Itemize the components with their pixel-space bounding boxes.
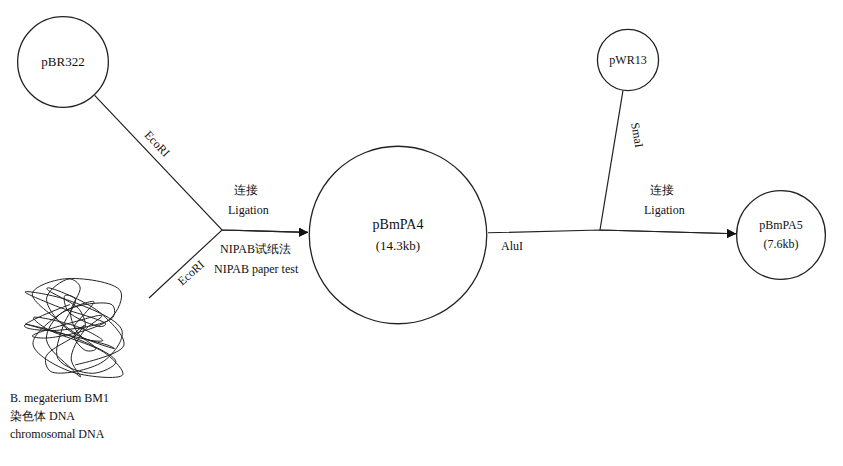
- source-label: B. megaterium BM1: [10, 391, 149, 406]
- circle-shape: [737, 191, 826, 280]
- circle-shape: [309, 146, 486, 323]
- plasmid-size: (7.6kb): [764, 237, 799, 252]
- ligation-connector: [95, 95, 308, 232]
- plasmid-circle: pBR322: [17, 16, 109, 108]
- step-label: 连接: [234, 183, 258, 197]
- enzyme-label: AluI: [499, 239, 525, 253]
- step-label: Ligation: [644, 203, 685, 217]
- plasmid-name: pBmPA4: [373, 216, 424, 234]
- circle-outline: [308, 145, 488, 325]
- circle-outline: [736, 190, 826, 280]
- ligation-connector: [600, 91, 736, 234]
- source-label: chromosomal DNA: [10, 427, 149, 442]
- plasmid-name: pBR322: [41, 54, 84, 70]
- plasmid-circle: pWR13: [597, 29, 659, 91]
- plasmid-size: (14.3kb): [376, 238, 420, 254]
- chromosome-node: B. megaterium BM1 染色体 DNA chromosomal DNA: [10, 268, 149, 442]
- circle-shape: [18, 17, 109, 108]
- enzyme-label: EcoRI: [140, 126, 174, 161]
- plasmid-name: pWR13: [609, 53, 646, 68]
- dna-tangle: [10, 268, 140, 388]
- step-label: Ligation: [228, 203, 269, 217]
- source-label: 染色体 DNA: [10, 409, 149, 424]
- enzyme-label: SmaI: [627, 119, 646, 150]
- ligation-connector: [149, 230, 308, 298]
- enzyme-label: EcoRI: [173, 256, 209, 290]
- plasmid-name: pBmPA5: [759, 218, 803, 233]
- plasmid-circle: pBmPA4 (14.3kb): [308, 145, 488, 325]
- step-label: NIPAB试纸法: [220, 242, 291, 256]
- step-label: NIPAB paper test: [214, 262, 298, 276]
- dna-strand: [24, 278, 124, 377]
- step-label: 连接: [650, 183, 674, 197]
- plasmid-circle: pBmPA5 (7.6kb): [736, 190, 826, 280]
- circle-shape: [597, 29, 658, 90]
